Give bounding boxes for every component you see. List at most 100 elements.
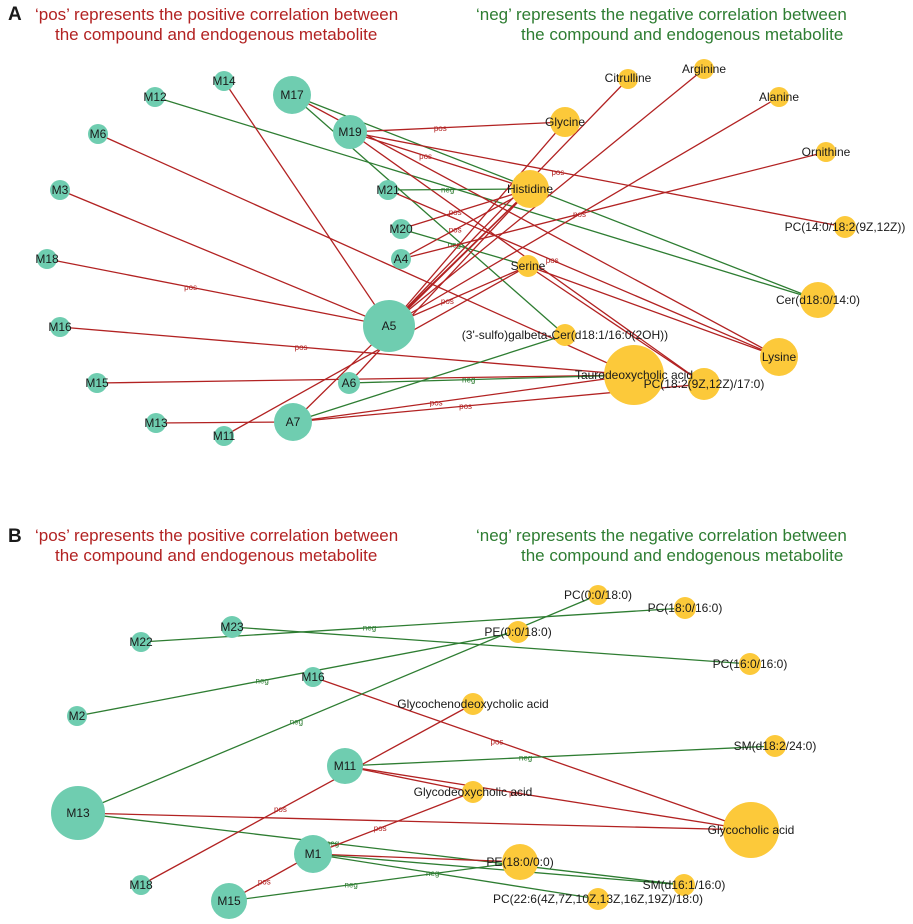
panel-b-node-pc-22-6-4z-7z-10z-13z-16z-19z-18-0 [587, 888, 609, 910]
panel-b-node-m18 [131, 875, 151, 895]
panel-a-node-m17 [273, 76, 311, 114]
panel-b-node-label-m22: M22 [129, 635, 153, 649]
panel-b-node-label-glycocholic-acid: Glycocholic acid [708, 823, 795, 837]
panel-b-edge-label: neg [363, 624, 376, 633]
panel-a-edge-label: neg [441, 186, 454, 195]
panel-a-node-m16 [50, 317, 70, 337]
panel-b-edge-m15-pe-18-0-0-0 [228, 861, 521, 902]
panel-a-node-taurodeoxycholic-acid [604, 345, 664, 405]
panel-b-node-label-m23: M23 [220, 620, 244, 634]
panel-a-node-m18 [37, 249, 57, 269]
panel-b-edge-label: pos [374, 824, 387, 833]
panel-b-node-label-pc-16-0-16-0: PC(16:0/16:0) [713, 657, 788, 671]
panel-a-edge-m18-a5 [46, 258, 390, 327]
panel-b-node-label-pe-18-0-0-0: PE(18:0/0:0) [486, 855, 553, 869]
panel-a-node-ornithine [816, 142, 836, 162]
panel-b-edge-m1-pc-22-6-4z-7z-10z-13z-16z-19z-18-0 [312, 853, 599, 900]
panel-a-edge-label: pos [184, 283, 197, 292]
panel-a-node-m21 [378, 180, 398, 200]
panel-b-node-glycodeoxycholic-acid [462, 781, 484, 803]
panel-a-edge-a7-taurodeoxycholic-acid [292, 374, 635, 423]
panel-a-node-m12 [145, 87, 165, 107]
panel-a-node-m6 [88, 124, 108, 144]
panel-a-node-label-serine: Serine [511, 259, 546, 273]
panel-a-network: posposposnegposnegposposposposposposnegp… [35, 59, 905, 446]
panel-b-pos-legend-line2: the compound and endogenous metabolite [55, 546, 377, 565]
panel-a-node-label-histidine: Histidine [507, 182, 553, 196]
panel-a-pos-legend-line1: ‘pos’ represents the positive correlatio… [35, 5, 398, 24]
panel-b-node-glycocholic-acid [723, 802, 779, 858]
panel-a-node-alanine [769, 87, 789, 107]
panel-a-node-label-a7: A7 [286, 415, 301, 429]
panel-a-edge-a5-citrulline [388, 78, 629, 327]
panel-b-node-pc-0-0-18-0 [588, 585, 608, 605]
panel-b-pos-legend-line1: ‘pos’ represents the positive correlatio… [35, 526, 398, 545]
panel-a-edge-m14-a5 [223, 80, 390, 327]
panel-b-node-label-glycochenodeoxycholic-acid: Glycochenodeoxycholic acid [397, 697, 548, 711]
panel-b-node-label-m1: M1 [305, 847, 322, 861]
panel-a-edge-a7-histidine [292, 188, 531, 423]
panel-b-node-label-sm-d18-2-24-0: SM(d18:2/24:0) [734, 739, 817, 753]
panel-a-node-arginine [694, 59, 714, 79]
panel-b-node-label-pe-0-0-18-0: PE(0:0/18:0) [484, 625, 551, 639]
panel-a-edge-a6-histidine [348, 188, 531, 384]
panel-a-node-a6 [338, 372, 360, 394]
panel-a-edge-label: pos [441, 297, 454, 306]
panel-a-node-pc-14-0-18-2-9z-12z [834, 216, 856, 238]
panel-b-edge-m11-glycodeoxycholic-acid [344, 765, 474, 793]
panel-a-node-label-pc-18-2-9z-12z-17-0: PC(18:2(9Z,12Z)/17:0) [644, 377, 765, 391]
panel-b-neg-legend-line1: ‘neg’ represents the negative correlatio… [476, 526, 847, 545]
panel-a-node-label-taurodeoxycholic-acid: Taurodeoxycholic acid [575, 368, 693, 382]
panel-a-node-label-m21: M21 [376, 183, 400, 197]
panel-a-node-cer-d18-0-14-0 [800, 282, 836, 318]
panel-a-edge-a5-glycine [388, 121, 566, 327]
panel-a-node-label-cer-d18-0-14-0: Cer(d18:0/14:0) [776, 293, 860, 307]
panel-a-node-label-m13: M13 [144, 416, 168, 430]
panel-a-node-glycine [550, 107, 580, 137]
panel-a-node-histidine [511, 170, 549, 208]
panel-b-labels: M22M23M16M2M11M13M1M18M15PC(0:0/18:0)PC(… [66, 588, 816, 908]
panel-b-node-label-m16: M16 [301, 670, 325, 684]
panel-a-edge-label: pos [430, 398, 443, 407]
panel-b-edge-m1-glycodeoxycholic-acid [312, 791, 474, 855]
panel-a-node-citrulline [618, 69, 638, 89]
panel-a-edge-a7-3-sulfo-galbeta-cer-d18-1-16-0-2oh [292, 334, 566, 423]
panel-a-node-serine [517, 255, 539, 277]
panel-a-neg-legend-line1: ‘neg’ represents the negative correlatio… [476, 5, 847, 24]
panel-a-edge-a4-histidine [400, 188, 531, 260]
panel-b-node-m13 [51, 786, 105, 840]
panel-a-edge-label: pos [419, 152, 432, 161]
panel-a-node-m14 [214, 71, 234, 91]
panel-a-node-m11 [214, 426, 234, 446]
panel-a-edge-a5-alanine [388, 96, 780, 327]
panel-a-node-label-lysine: Lysine [762, 350, 797, 364]
panel-a-edge-m6-taurodeoxycholic-acid [97, 133, 635, 376]
panel-b-edge-label: neg [326, 839, 339, 848]
panel-a-edge-label: pos [434, 124, 447, 133]
panel-a-edge-a6-taurodeoxycholic-acid [348, 374, 635, 384]
panel-b-edge-label: pos [274, 805, 287, 814]
panel-a-node-label-a5: A5 [382, 319, 397, 333]
panel-b-edge-label: neg [256, 677, 269, 686]
panel-b-node-label-m11: M11 [334, 759, 357, 773]
panel-b-node-m11 [327, 748, 363, 784]
panel-a-node-label-m6: M6 [90, 127, 107, 141]
panel-a-node-label-a4: A4 [394, 252, 409, 266]
panel-a-edge-m13-a7 [155, 421, 294, 424]
panel-b-edge-m18-glycochenodeoxycholic-acid [140, 703, 474, 886]
panel-b-node-sm-d18-2-24-0 [764, 735, 786, 757]
panel-a-node-a4 [391, 249, 411, 269]
panel-a-edge-label: neg [462, 376, 475, 385]
panel-a-node-label-glycine: Glycine [545, 115, 585, 129]
panel-b-neg-legend-line2: the compound and endogenous metabolite [521, 546, 843, 565]
panel-b-network: negnegposnegnegnegposposposnegposneg M22… [51, 585, 816, 919]
panel-b-edge-m16-glycocholic-acid [312, 676, 752, 831]
panel-a-node-label-m20: M20 [389, 222, 413, 236]
panel-a-node-label-m17: M17 [280, 88, 304, 102]
panel-a-edge-m3-a5 [59, 189, 390, 327]
panel-a-node-m15 [87, 373, 107, 393]
panel-a-node-a7 [274, 403, 312, 441]
panel-a-edge-serine-lysine [527, 265, 780, 358]
panel-a-node-label-citrulline: Citrulline [605, 71, 652, 85]
